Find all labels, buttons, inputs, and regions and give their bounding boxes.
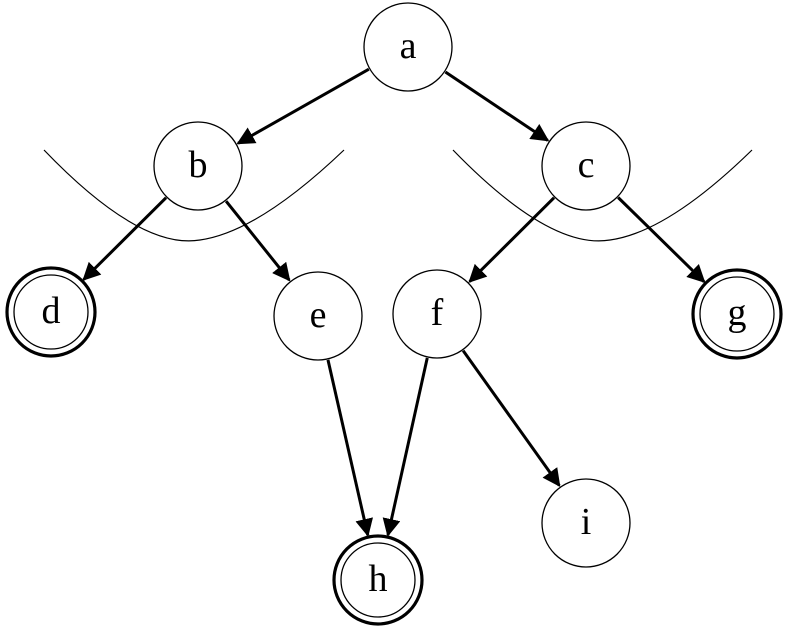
node-f-circle [392,269,482,359]
node-g-label: g [728,292,747,334]
edge-c-to-f [468,196,556,283]
node-g-accepting-ring [691,268,783,360]
node-e-circle [273,271,363,361]
node-c-label: c [578,144,595,186]
node-g: g [691,268,783,360]
edge-a-to-c [444,70,550,142]
node-h-label: h [369,558,388,600]
node-i: i [541,478,631,568]
cut-left-curve [43,149,345,242]
node-e-label: e [310,294,327,336]
node-f: f [392,269,482,359]
node-b-circle [153,121,243,211]
edge-f-to-h [382,357,429,537]
node-a-label: a [400,25,417,67]
edge-b-to-e [224,200,291,282]
edge-a-to-b [236,67,370,145]
nodes: a b c d e f g h i [5,2,783,626]
node-d-accepting-ring [5,266,97,358]
cut-curves [43,149,753,242]
node-a: a [363,2,453,92]
edge-e-to-h [326,359,373,537]
edge-f-to-i [461,349,561,488]
node-h-accepting-ring [332,534,424,626]
node-i-label: i [581,501,592,543]
node-f-label: f [431,292,444,334]
node-a-circle [363,2,453,92]
node-d-label: d [42,290,61,332]
node-b-label: b [189,144,208,186]
edge-b-to-d [82,196,168,281]
node-g-circle [699,276,775,352]
node-c: c [541,121,631,211]
cut-right-curve [452,149,753,242]
node-c-circle [541,121,631,211]
edges [82,67,706,537]
node-d-circle [13,274,89,350]
node-h: h [332,534,424,626]
node-h-circle [340,542,416,618]
node-d: d [5,266,97,358]
edge-c-to-g [617,196,706,284]
node-e: e [273,271,363,361]
node-b: b [153,121,243,211]
node-i-circle [541,478,631,568]
